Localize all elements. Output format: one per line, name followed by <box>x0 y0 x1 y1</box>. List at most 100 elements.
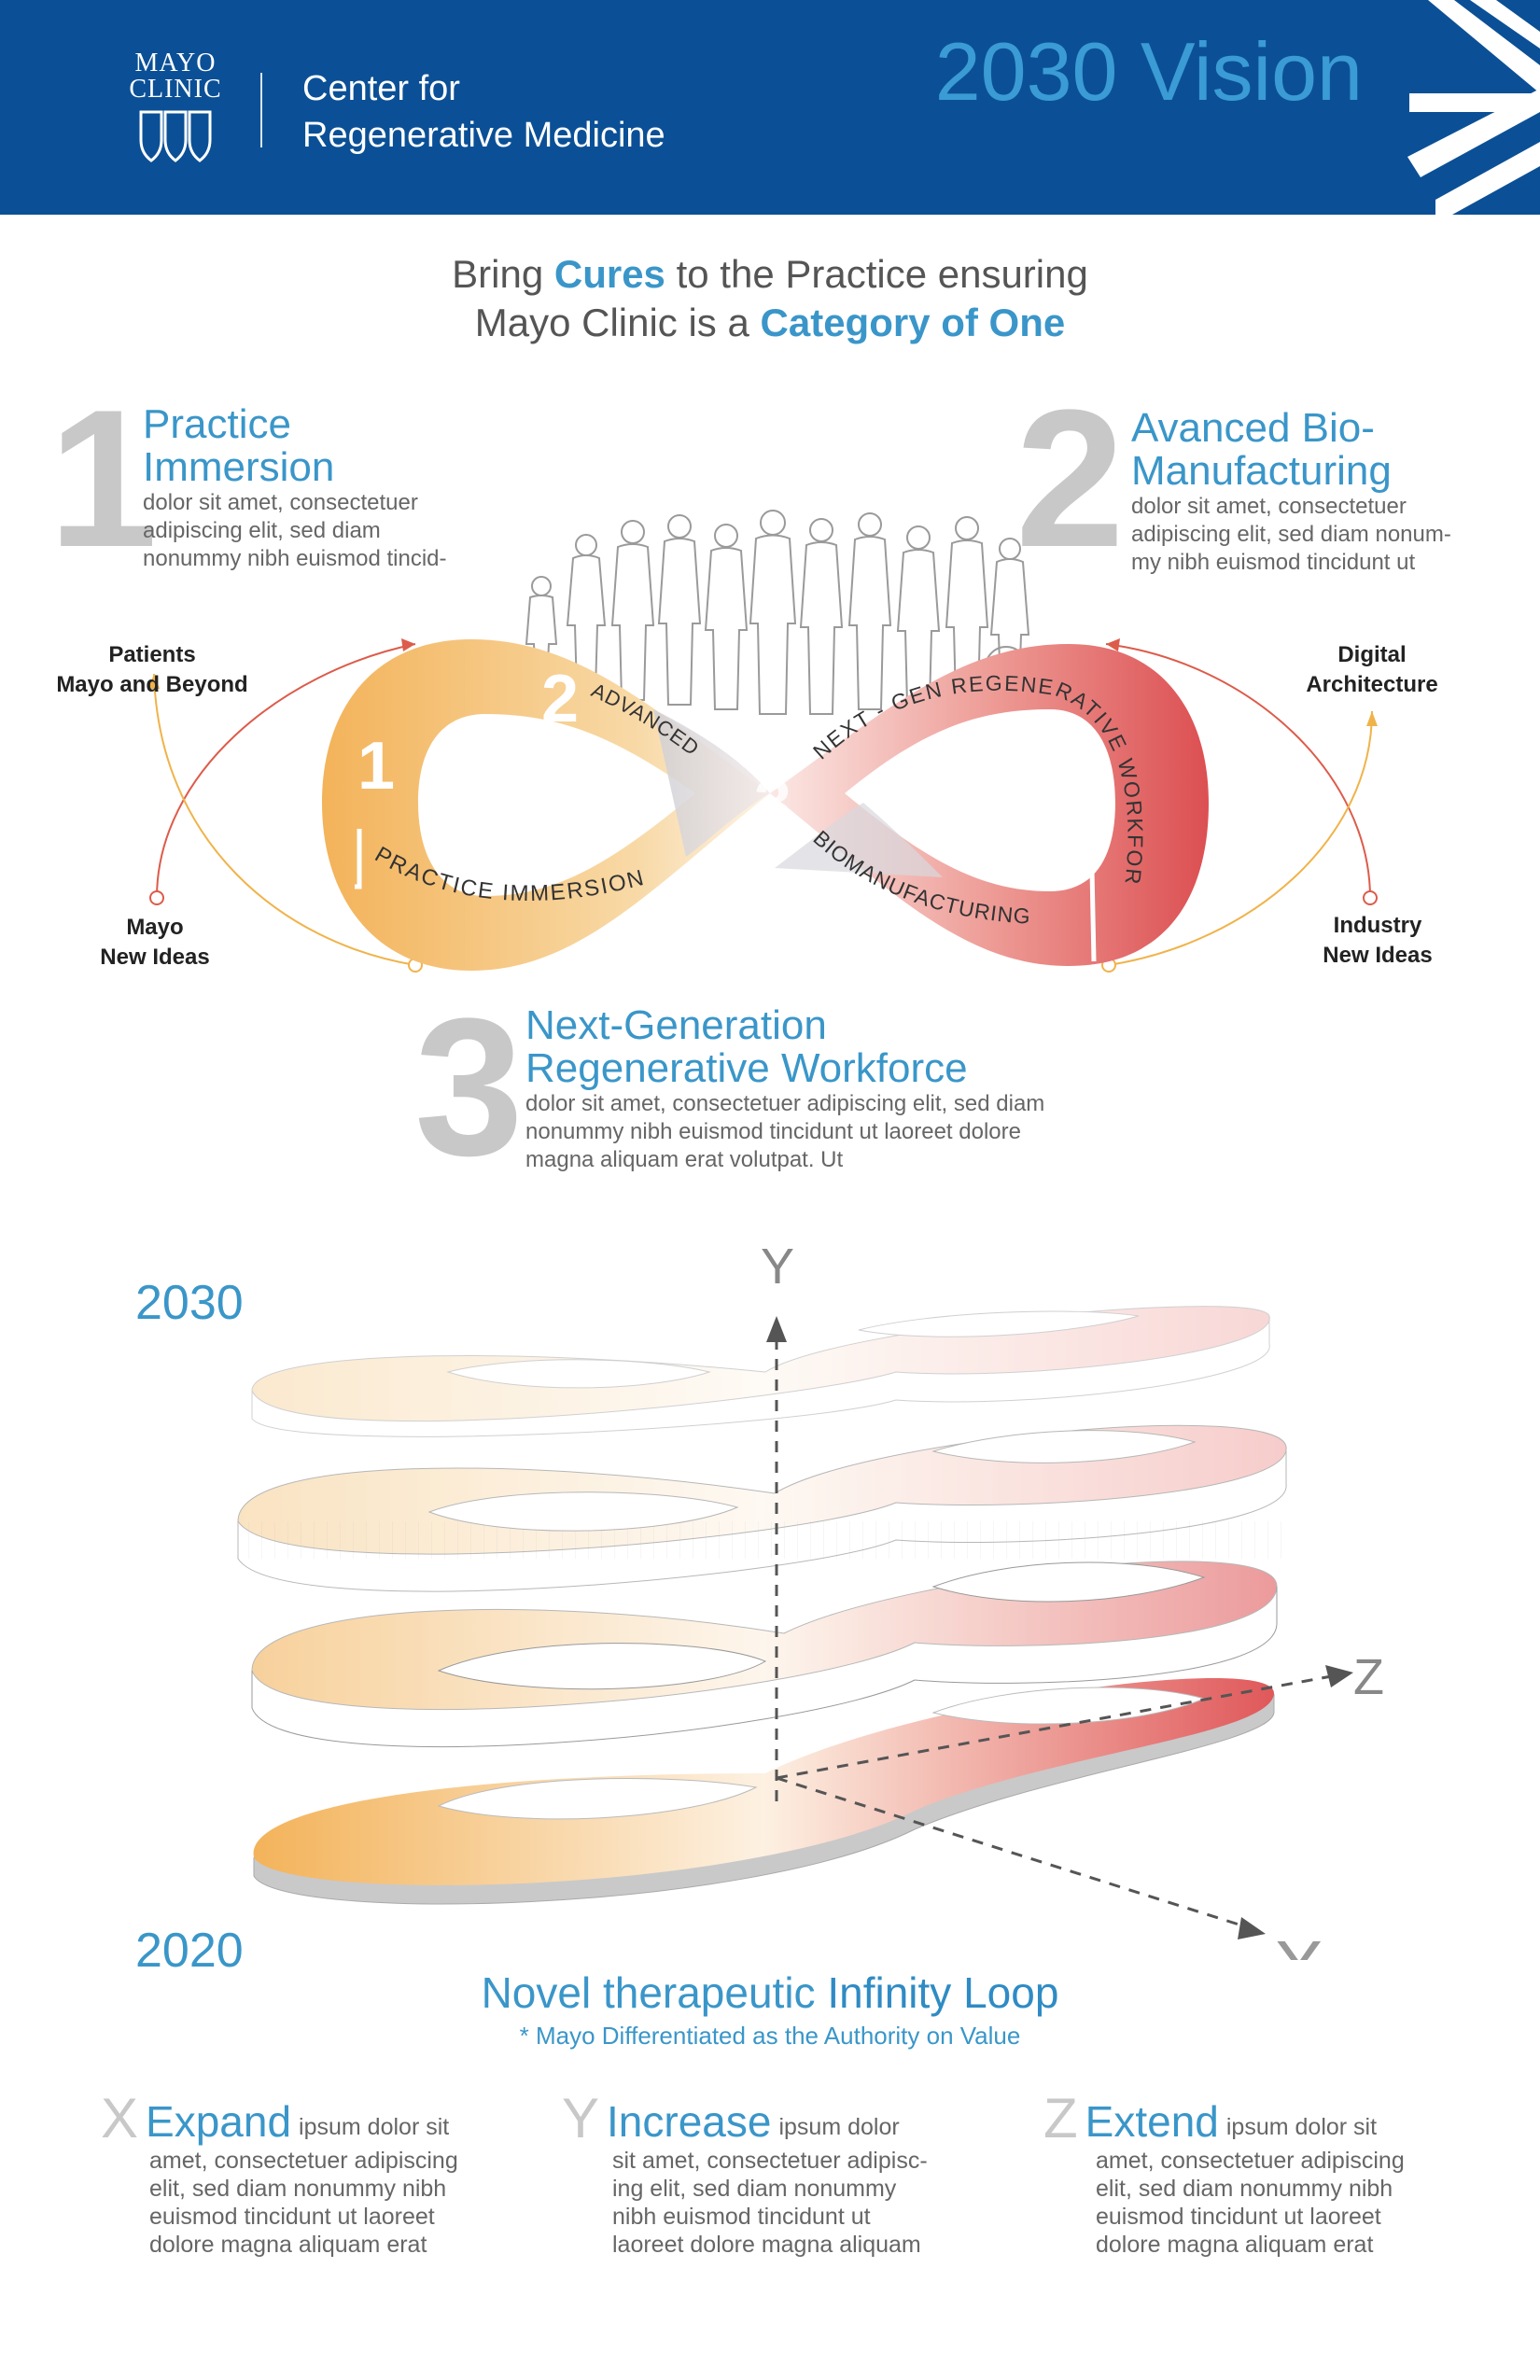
logo-divider <box>260 73 262 147</box>
infinity-diagram: 1 2 3 PRACTICE IMMERSION ADVANCED NEXT -… <box>0 467 1378 973</box>
body-line: dolore magna aliquam erat <box>149 2232 427 2258</box>
tagline-line1: Bring Cures to the Practice ensuring <box>303 250 1237 299</box>
body-line: euismod tincidunt ut laoreet <box>1096 2204 1381 2230</box>
body-line: dolor sit amet, consectetuer <box>143 490 418 515</box>
section-2-title-line2: Manufacturing <box>1131 448 1392 494</box>
column-increase-head: Increase <box>607 2097 772 2146</box>
body-line: elit, sed diam nonummy nibh <box>149 2176 447 2202</box>
label-line: Architecture <box>1306 672 1438 697</box>
tagline-text: to the Practice ensuring <box>665 252 1088 296</box>
tagline: Bring Cures to the Practice ensuring May… <box>303 250 1237 347</box>
body-line: laoreet dolore magna aliquam <box>612 2232 921 2258</box>
body-line: dolore magna aliquam erat <box>1096 2232 1374 2258</box>
label-digital-architecture: Digital Architecture <box>1251 640 1493 700</box>
label-line: Industry <box>1333 913 1422 938</box>
body-line: magna aliquam erat volutpat. Ut <box>525 1147 844 1172</box>
column-increase: Y Increase ipsum dolor sit amet, consect… <box>562 2091 963 2259</box>
arc-right-red <box>1105 643 1371 899</box>
section-2-title-line1: Avanced Bio- <box>1131 405 1375 451</box>
body-line: nonummy nibh euismod tincidunt ut laoree… <box>525 1119 1021 1144</box>
year-2030: 2030 <box>135 1276 244 1330</box>
infinity-right-lobe <box>770 644 1209 966</box>
loop-caption: Novel therapeutic Infinity Loop <box>303 1967 1237 2018</box>
infinity-num-3: 3 <box>754 766 791 841</box>
column-extend: Z Extend ipsum dolor sit amet, consectet… <box>1043 2091 1435 2259</box>
arc-left-red <box>156 643 416 899</box>
tagline-line2: Mayo Clinic is a Category of One <box>303 299 1237 347</box>
column-expand: X Expand ipsum dolor sit amet, consectet… <box>101 2091 493 2259</box>
stripes-decoration-icon <box>1407 0 1540 215</box>
loop-layer-2020 <box>253 1678 1275 1905</box>
arc-right-orange <box>1108 710 1373 966</box>
body-line: amet, consectetuer adipiscing <box>149 2148 458 2174</box>
body-line: sit amet, consectetuer adipisc- <box>612 2148 928 2174</box>
label-line: Digital <box>1337 642 1407 667</box>
loop-stack-3d: Y Z X <box>237 1239 1384 1960</box>
arc-left-orange <box>153 673 416 966</box>
loop-caption-pre: Novel therapeutic <box>481 1968 828 2017</box>
vision-title: 2030 Vision <box>934 25 1363 118</box>
logo-line-clinic: CLINIC <box>129 75 222 104</box>
column-increase-line: ipsum dolor <box>778 2114 900 2140</box>
header-banner: MAYO CLINIC Center for Regenerative Medi… <box>0 0 1540 215</box>
loop-layer-3 <box>237 1424 1287 1592</box>
section-2-body: dolor sit amet, consectetuer adipiscing … <box>1131 493 1523 577</box>
center-title: Center for Regenerative Medicine <box>302 65 665 159</box>
section-2: Avanced Bio- Manufacturing dolor sit ame… <box>1131 407 1523 577</box>
column-increase-body: sit amet, consectetuer adipisc- ing elit… <box>562 2147 963 2259</box>
section-3-title-line2: Regenerative Workforce <box>525 1045 968 1091</box>
loop-layer-2 <box>251 1561 1278 1747</box>
shield-logo-icon <box>139 110 212 162</box>
section-3-body: dolor sit amet, consectetuer adipiscing … <box>525 1090 1197 1174</box>
axis-y-label: Y <box>761 1239 794 1295</box>
axis-x-line <box>776 1776 1252 1930</box>
column-expand-heading: X Expand ipsum dolor sit <box>101 2091 493 2147</box>
center-title-line1: Center for <box>302 69 460 108</box>
column-expand-line: ipsum dolor sit <box>299 2114 450 2140</box>
column-extend-letter: Z <box>1043 2087 1078 2149</box>
label-industry-new-ideas: Industry New Ideas <box>1256 911 1499 971</box>
body-line: nonummy nibh euismod tincid- <box>143 546 447 571</box>
loop-subcaption: * Mayo Differentiated as the Authority o… <box>519 2022 1021 2050</box>
loop-caption-strong: Infinity Loop <box>827 1968 1059 2017</box>
tagline-highlight-cures: Cures <box>553 252 665 296</box>
axis-z-label: Z <box>1353 1649 1384 1705</box>
axis-z-line <box>776 1673 1337 1780</box>
body-line: dolor sit amet, consectetuer adipiscing … <box>525 1091 1045 1116</box>
label-mayo-new-ideas: Mayo New Ideas <box>34 913 276 973</box>
section-1-title-line1: Practice <box>143 401 291 447</box>
label-patients: Patients Mayo and Beyond <box>31 640 273 700</box>
section-1: Practice Immersion dolor sit amet, conse… <box>143 403 535 573</box>
body-line: my nibh euismod tincidunt ut <box>1131 550 1416 575</box>
column-extend-line: ipsum dolor sit <box>1225 2114 1378 2140</box>
tagline-highlight-category: Category of One <box>760 301 1066 344</box>
column-extend-heading: Z Extend ipsum dolor sit <box>1043 2091 1435 2147</box>
body-line: amet, consectetuer adipiscing <box>1096 2148 1405 2174</box>
column-expand-body: amet, consectetuer adipiscing elit, sed … <box>101 2147 493 2259</box>
body-line: dolor sit amet, consectetuer <box>1131 494 1407 519</box>
label-line: Mayo and Beyond <box>56 672 248 697</box>
column-increase-letter: Y <box>562 2087 600 2149</box>
infinity-num-1: 1 <box>357 729 395 804</box>
body-line: adipiscing elit, sed diam nonum- <box>1131 522 1451 547</box>
tagline-text: Mayo Clinic is a <box>474 301 761 344</box>
section-1-body: dolor sit amet, consectetuer adipiscing … <box>143 489 535 573</box>
logo-line-mayo: MAYO <box>134 49 217 77</box>
column-extend-body: amet, consectetuer adipiscing elit, sed … <box>1043 2147 1435 2259</box>
center-title-line2: Regenerative Medicine <box>302 116 665 155</box>
column-expand-head: Expand <box>146 2097 292 2146</box>
mayo-clinic-logo[interactable]: MAYO CLINIC <box>119 50 231 166</box>
infinity-num-2: 2 <box>541 662 579 736</box>
loop-layer-2030 <box>251 1306 1270 1437</box>
label-line: Mayo <box>126 915 184 940</box>
label-line: New Ideas <box>100 945 210 970</box>
body-line: nibh euismod tincidunt ut <box>612 2204 871 2230</box>
crowd-silhouette-icon <box>525 510 1030 715</box>
axis-x-label: X <box>1274 1925 1323 1960</box>
body-line: euismod tincidunt ut laoreet <box>149 2204 435 2230</box>
body-line: elit, sed diam nonummy nibh <box>1096 2176 1393 2202</box>
label-line: New Ideas <box>1323 943 1433 968</box>
section-1-number: 1 <box>49 369 158 588</box>
section-3-title-line1: Next-Generation <box>525 1002 827 1048</box>
column-extend-head: Extend <box>1085 2097 1219 2146</box>
